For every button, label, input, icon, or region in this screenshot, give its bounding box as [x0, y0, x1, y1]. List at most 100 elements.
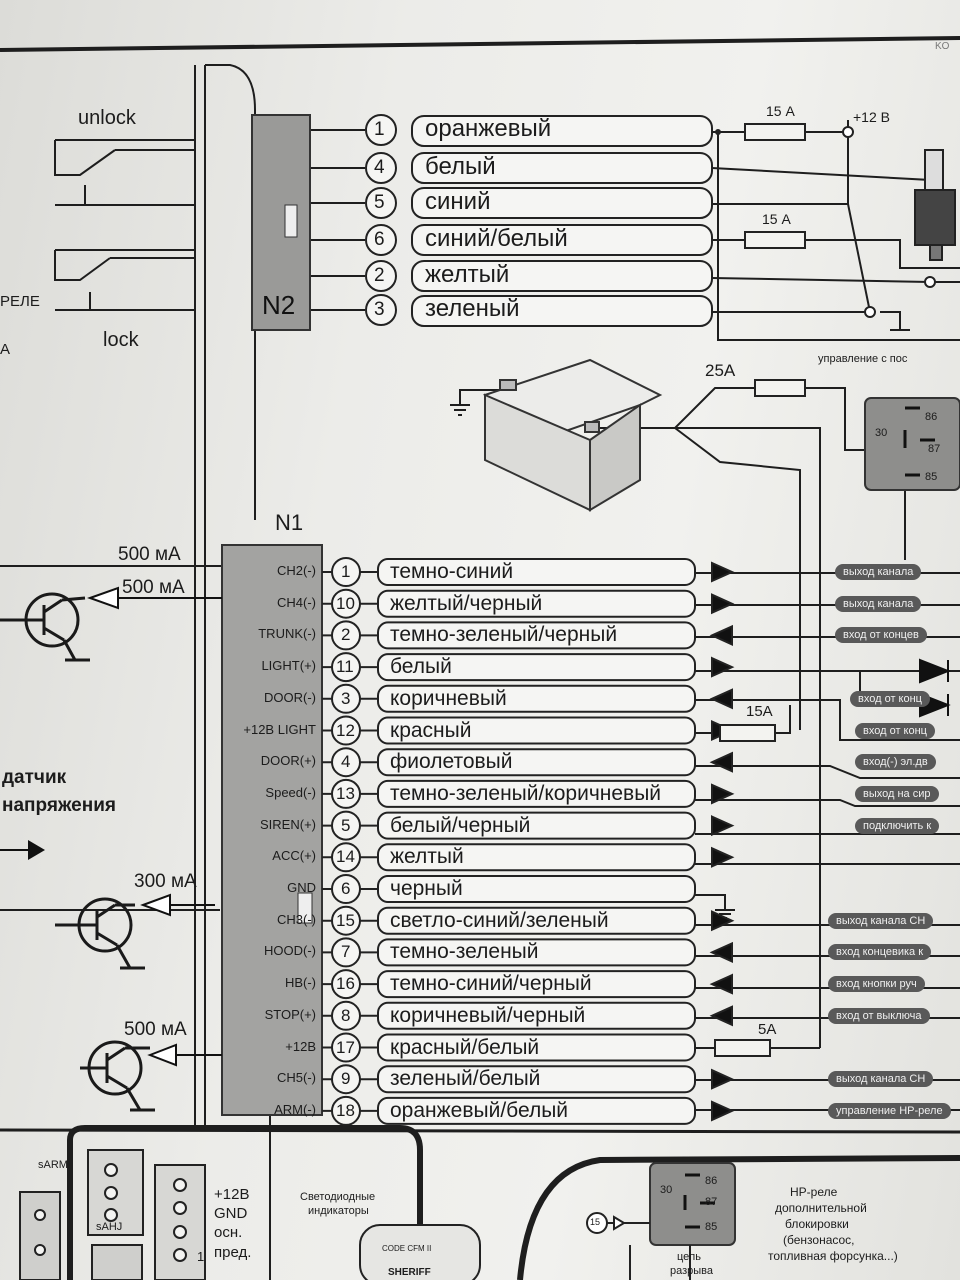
signal-arrow — [711, 1100, 735, 1122]
hp-label-line1: HP-реле — [790, 1185, 838, 1199]
n1-function-tag: выход канала — [835, 564, 922, 580]
n2-label: N2 — [262, 290, 296, 320]
one-label: 1 — [197, 1249, 205, 1264]
signal-arrow — [711, 561, 735, 583]
n1-pin-number: 3 — [341, 688, 351, 708]
signal-arrow — [709, 688, 733, 710]
n1-wire-color: фиолетовый — [390, 750, 513, 774]
actuator-drawing — [914, 149, 956, 261]
n1-wire-color: темно-синий/черный — [390, 972, 592, 996]
n1-function-tag: вход от выключа — [828, 1007, 930, 1024]
signal-arrow — [711, 1068, 735, 1090]
n2-pin-circle — [365, 294, 397, 326]
plus12-bottom-label: +12В — [214, 1186, 250, 1203]
led-label-line1: Светодиодные — [300, 1191, 376, 1203]
n1-wire-color: красный — [390, 718, 472, 742]
fuse-5a-n1 — [714, 1039, 771, 1057]
hp-relay — [649, 1162, 736, 1246]
pred-label: пред. — [214, 1244, 252, 1261]
hp-label-line3: блокировки — [785, 1217, 849, 1231]
signal-arrow — [711, 656, 735, 678]
n2-pin-circle — [365, 224, 397, 256]
n1-function-tag: выход канала CH — [828, 1071, 934, 1088]
a-letter-label: А — [0, 341, 11, 358]
current-label-3: 300 мА — [134, 871, 197, 892]
n2-wire-label — [411, 187, 713, 219]
n1-fuse-5a-label: 5А — [758, 1021, 777, 1038]
n2-wire-label — [411, 115, 713, 147]
n1-function-tag: вход концевика к — [828, 944, 932, 961]
n1-wire-label — [377, 621, 696, 650]
signal-arrow — [711, 910, 735, 932]
sensor-label-line1: датчик — [2, 767, 67, 788]
n1-wire-label — [377, 843, 696, 872]
n1-wire-color: оранжевый/белый — [390, 1098, 569, 1122]
n1-pin-function: CH5(-) — [277, 1070, 316, 1086]
n2-wire-label — [411, 295, 713, 327]
break-label-line2: разрыва — [670, 1265, 714, 1277]
unlock-label: unlock — [78, 107, 136, 129]
n2-pin-number: 6 — [374, 229, 385, 250]
n1-pin-function: ARM(-) — [274, 1101, 316, 1117]
n1-connector-block — [221, 544, 323, 1116]
n1-pin-function: CH2(-) — [277, 563, 316, 578]
n1-wire-label — [377, 558, 696, 586]
n1-pin-number: 10 — [336, 593, 355, 613]
corner-code: KO — [935, 41, 950, 52]
n1-wire-label — [377, 970, 696, 999]
n1-wire-color: красный/белый — [390, 1035, 540, 1059]
n1-function-tag: управление HP-реле — [828, 1102, 951, 1119]
n1-pin-number: 8 — [341, 1005, 351, 1025]
gnd-label: GND — [214, 1205, 248, 1222]
n1-pin-number: 15 — [336, 910, 355, 930]
n1-wire-label — [377, 938, 696, 967]
n1-pin-function: CH4(-) — [277, 594, 316, 610]
hp-relay-pin-30: 30 — [660, 1184, 673, 1196]
n1-pin-function: ACC(+) — [272, 848, 316, 864]
n1-function-tag: вход от конц — [855, 722, 935, 739]
diode-pair — [919, 658, 951, 718]
n1-wire-label — [377, 1096, 696, 1125]
n1-wire-color: темно-зеленый/черный — [390, 623, 618, 647]
signal-arrow — [711, 593, 735, 615]
n1-pin-function: CH3(-) — [277, 911, 316, 927]
n1-wire-color: темно-зеленый/коричневый — [390, 781, 662, 805]
n1-wire-color: темно-зеленый — [390, 940, 539, 964]
hp-relay-pin-85: 85 — [705, 1221, 718, 1233]
n1-wire-label — [377, 1033, 696, 1062]
relay-pin-85: 85 — [925, 471, 938, 483]
badge-15: 15 — [590, 1217, 601, 1227]
fuse-15a-second — [744, 231, 806, 249]
n2-wire-color: белый — [425, 153, 496, 180]
n2-wire-color: желтый — [425, 261, 510, 288]
n1-pin-number: 16 — [336, 974, 355, 994]
n2-wire-color: синий/белый — [425, 225, 568, 252]
n2-wire-label — [411, 260, 713, 292]
n1-wire-color: желтый — [390, 845, 464, 869]
n1-label: N1 — [275, 510, 304, 535]
n1-pin-function: TRUNK(-) — [258, 626, 316, 642]
n1-pin-number: 5 — [341, 815, 351, 835]
n1-pin-function: +12В — [285, 1038, 316, 1054]
n2-pin-number: 3 — [374, 299, 385, 320]
fuse-15a-top — [744, 123, 806, 141]
n1-pin-number: 13 — [336, 783, 355, 803]
signal-arrow — [709, 624, 733, 646]
n1-pin-function: GND — [287, 880, 316, 895]
n1-pin-function: DOOR(-) — [264, 689, 316, 705]
n2-wire-color: синий — [425, 188, 491, 215]
n1-function-tag: выход канала — [835, 595, 922, 612]
n1-pin-number: 14 — [336, 847, 355, 867]
n1-pin-function: LIGHT(+) — [261, 658, 316, 674]
n2-wire-color: зеленый — [425, 295, 520, 322]
signal-arrow — [711, 815, 735, 837]
n2-pin-number: 1 — [374, 119, 385, 140]
n1-wire-color: белый/черный — [390, 813, 531, 837]
rele-label: РЕЛЕ — [0, 293, 40, 310]
n1-pin-number: 1 — [341, 562, 351, 581]
n1-wire-color: коричневый — [390, 686, 507, 710]
n2-pin-number: 4 — [374, 157, 385, 178]
battery-drawing — [482, 358, 663, 512]
n1-pin-function: Speed(-) — [265, 784, 316, 800]
n1-pin-function: DOOR(+) — [260, 753, 316, 769]
